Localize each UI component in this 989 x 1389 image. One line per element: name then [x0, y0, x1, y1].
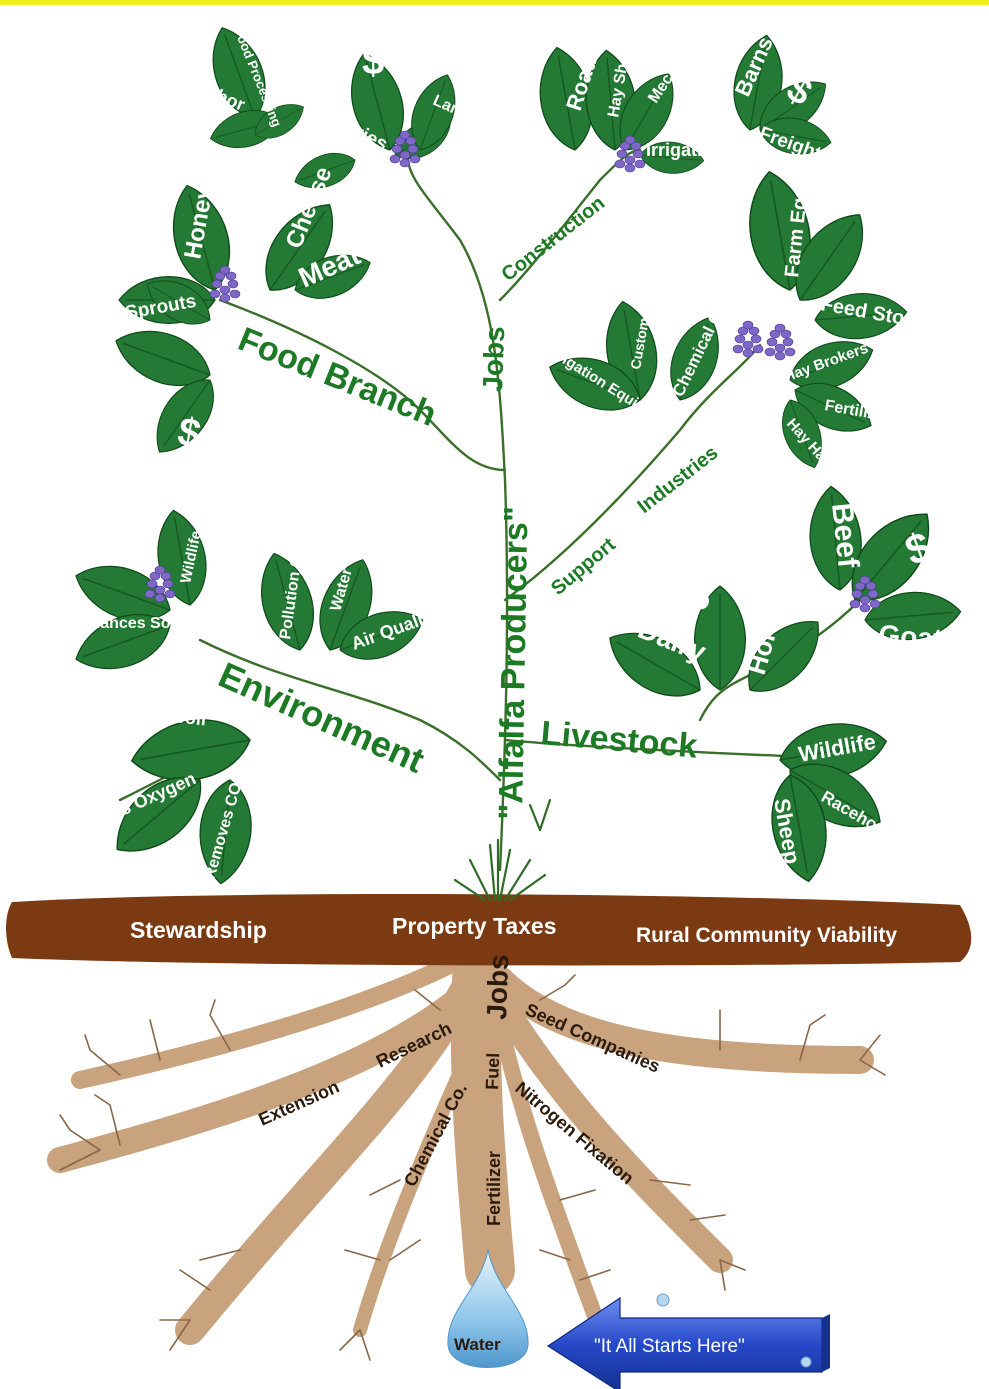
flower-petal: [783, 338, 793, 346]
flower-petal: [155, 594, 165, 602]
water-label: Water: [454, 1335, 501, 1354]
dollar-sign-icon: $: [684, 568, 710, 620]
branch-label-industries: Industries: [634, 442, 723, 518]
branch-label-jobs: Jobs: [477, 326, 510, 392]
flower-petal: [145, 590, 155, 598]
leaf-label-milk: Milk: [89, 373, 160, 427]
flower-petal: [220, 294, 230, 302]
flower-petal: [400, 131, 410, 139]
flower-petal: [860, 604, 870, 612]
branch-label-construction: Construction: [498, 192, 610, 286]
root-system: [60, 940, 860, 1330]
flower-petal: [617, 150, 627, 158]
flower-petal: [785, 348, 795, 356]
flower-petal: [147, 580, 157, 588]
flower-petal: [220, 286, 230, 294]
flower-petal: [635, 160, 645, 168]
flower-petal: [230, 290, 240, 298]
flower-petal: [392, 145, 402, 153]
flower-petal: [625, 136, 635, 144]
flower-petal: [751, 335, 761, 343]
ground-label-rural-community: Rural Community Viability: [636, 924, 897, 947]
flower-petal: [868, 590, 878, 598]
flower-petal: [163, 580, 173, 588]
branch-label-food: Food Branch: [233, 320, 442, 434]
flower-petal: [400, 159, 410, 167]
leaf-label-protects-soil: Protects Soil: [96, 698, 208, 729]
flower-petal: [775, 324, 785, 332]
flower-petal: [852, 590, 862, 598]
flower-petal: [625, 156, 635, 164]
flower-petal: [753, 345, 763, 353]
flower-petal: [410, 155, 420, 163]
branch-label-livestock: Livestock: [539, 714, 699, 766]
flower-petal: [228, 280, 238, 288]
dollar-sign-icon: $: [488, 43, 508, 84]
arrow-label: "It All Starts Here": [594, 1336, 745, 1357]
flower-petal: [860, 576, 870, 584]
leaf-label-racehorse-ind: Racehorse Ind.: [818, 787, 933, 864]
dollar-sign-icon: $: [67, 191, 111, 243]
water-drop: Water: [448, 1250, 528, 1368]
leaf-label-beef: Beef: [825, 501, 865, 570]
flower-petal: [165, 590, 175, 598]
flower-petal: [735, 335, 745, 343]
root-label-fuel: Fuel: [482, 1052, 503, 1090]
ground-label-property-taxes: Property Taxes: [392, 913, 556, 939]
branch-label-environment: Environment: [213, 654, 431, 781]
leaf-label-enhances-soil-quality: Enhances Soil Quality: [70, 615, 238, 632]
trunk-label-alfalfa-producers: "Alfalfa Producers": [492, 506, 535, 820]
root-label-fertilizer: Fertilizer: [484, 1151, 504, 1226]
alfalfa-flower-icon: [765, 324, 795, 360]
flower-petal: [408, 145, 418, 153]
dollar-sign-icon: $: [867, 204, 913, 259]
flower-petal: [220, 266, 230, 274]
flower-petal: [155, 586, 165, 594]
alfalfa-flower-icon: [733, 321, 763, 357]
flower-petal: [765, 348, 775, 356]
flower-petal: [210, 290, 220, 298]
flower-petal: [850, 600, 860, 608]
flower-petal: [212, 280, 222, 288]
flower-petal: [390, 155, 400, 163]
root-label-jobs: Jobs: [481, 954, 514, 1020]
flower-petal: [733, 345, 743, 353]
leaf-label-mechanics: Mechanics: [645, 29, 705, 106]
flower-petal: [633, 150, 643, 158]
flower-petal: [775, 344, 785, 352]
leaf-label-irrigation: Irrigation: [646, 140, 724, 160]
dollar-sign-icon: $: [362, 39, 384, 83]
flower-petal: [767, 338, 777, 346]
flower-petal: [860, 596, 870, 604]
flower-petal: [870, 600, 880, 608]
flower-petal: [743, 349, 753, 357]
branch-label-support: Support: [547, 533, 620, 599]
leaf-label-goats: Goats: [878, 619, 959, 655]
ground-label-stewardship: Stewardship: [130, 917, 267, 943]
flower-petal: [775, 352, 785, 360]
flower-petal: [625, 164, 635, 172]
dollar-sign-icon: $: [59, 521, 103, 573]
flower-petal: [743, 321, 753, 329]
flower-petal: [400, 151, 410, 159]
flower-petal: [615, 160, 625, 168]
flower-petal: [155, 566, 165, 574]
flower-petal: [743, 341, 753, 349]
